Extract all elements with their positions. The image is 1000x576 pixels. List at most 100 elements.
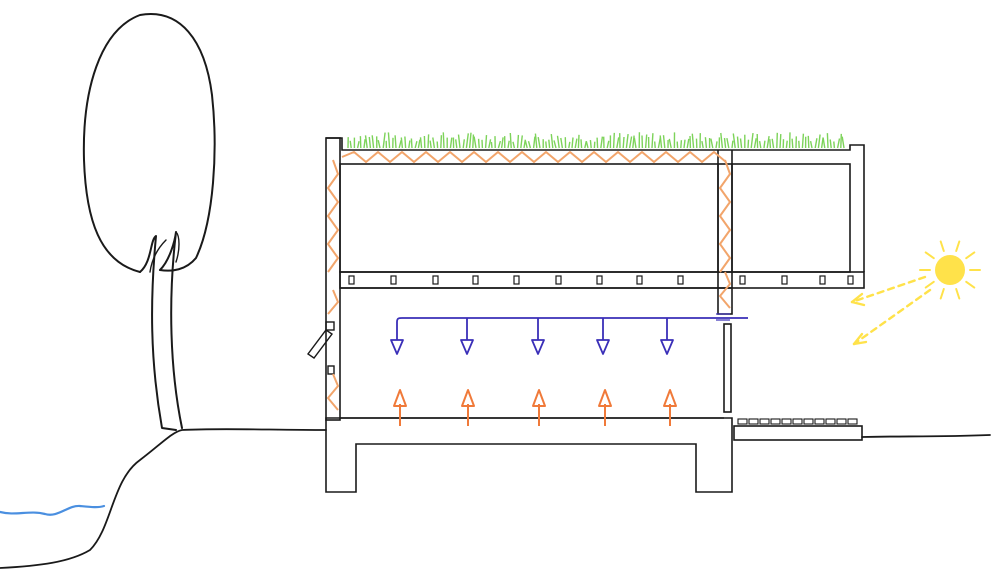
grass-blade [534,133,538,149]
grass-blade [659,135,663,149]
grass-blade [651,133,654,149]
slab-void [781,275,788,285]
grass-blade [548,139,551,149]
grass-blade [560,137,564,149]
sunbeam-upper [850,275,927,304]
grass-blade [776,132,778,149]
upper-room [339,163,719,273]
grass-blade [507,140,510,149]
grass-blade [512,141,516,149]
deck-board [847,418,858,425]
grass-blade [826,133,829,149]
grass-blade [836,138,841,149]
insulation-roof [341,151,727,163]
tree-canopy [82,13,216,273]
water-surface [0,504,106,516]
insulation-party-wall [719,159,731,273]
grass-blade [739,138,743,149]
grass-blade [750,133,754,149]
grass-blade [477,138,480,149]
cooling-arrow [660,339,674,355]
grass-blade [371,135,375,149]
grass-blade [398,140,402,149]
ground [0,428,991,569]
sun-ray [955,240,961,252]
grass-blade [771,138,775,149]
sun-disc [935,255,965,285]
slab-void [596,275,603,285]
cooling-pipe [396,317,748,340]
grass-blade [509,132,512,149]
glass-wall [723,323,732,413]
grass-blade [349,140,352,149]
cooling-system [390,313,748,355]
grass-blade [488,139,492,149]
cooling-arrow [460,339,474,355]
grass-blade [410,138,413,149]
grass-blade [556,135,560,149]
sun-rays [919,240,981,300]
slab-void [348,275,355,285]
grass-blade [791,138,794,149]
grass-blade [417,139,421,149]
slab-void [432,275,439,285]
deck-board [770,418,781,425]
grass-blade [400,137,404,149]
grass-blade [753,138,757,149]
grass-blade [377,140,381,149]
sun-ray [939,240,945,252]
slab-void [819,275,826,285]
insulation-partition [719,271,731,309]
grass-blade [527,141,532,149]
grass-blade [612,132,615,149]
grass-blade [449,137,453,149]
heating-arrow [598,389,612,407]
cooling-arrow [531,339,545,355]
grass-blade [490,141,493,149]
slab-voids [348,275,854,285]
deck-board [781,418,792,425]
grass-blade [387,132,391,149]
grass-blade [758,140,762,149]
grass-blade [680,140,683,149]
ground-line-left [0,428,327,569]
grass-blade [715,141,718,149]
grass-blade [817,134,821,149]
grass-blade [382,132,386,149]
grass-blade [473,136,477,149]
grass-blade [596,137,599,149]
grass-blade [726,137,730,149]
grass-blade [829,139,832,149]
deck [733,425,863,441]
tree [82,13,216,431]
sun-ray [955,288,961,300]
grass-blade [363,139,366,149]
grass-blade [574,138,578,149]
grass-blade [723,137,727,149]
grass-blade [550,134,554,149]
grass-blade [736,136,740,149]
insulation-west-mid [327,289,339,315]
heating-arrow [663,389,677,407]
insulation-west-lower [327,373,339,411]
grass-blade [701,140,704,149]
deck-board [748,418,759,425]
heating-arrow [393,389,407,407]
grass-blade [568,141,571,149]
grass-blade [516,134,520,149]
grass-blade [432,137,436,149]
sun-ray [965,280,976,289]
tree-trunk-left [139,235,177,431]
deck-board [759,418,770,425]
slab-void [677,275,684,285]
tree-trunk-right [159,231,183,429]
grass-blade [801,133,805,149]
cooling-arrow [390,339,404,355]
grass-blade [364,135,368,149]
grass-blade [632,135,635,149]
grass-blade [368,136,372,149]
grass-blade [419,137,423,149]
slab-void [739,275,746,285]
grass-blade [616,137,620,149]
